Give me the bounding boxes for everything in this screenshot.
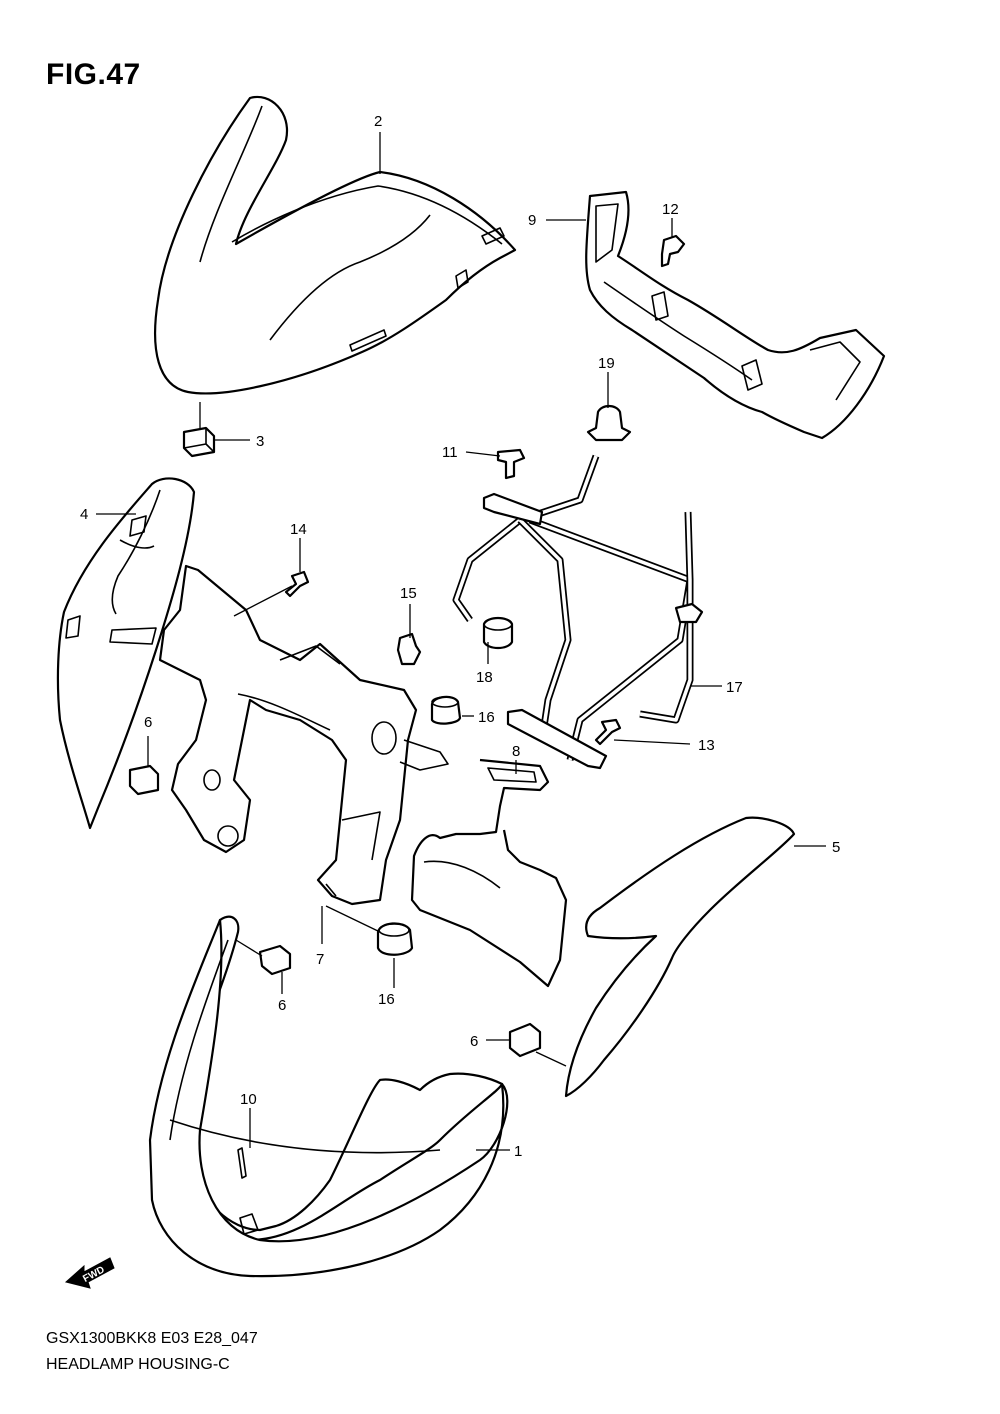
part-7-bracket	[158, 564, 449, 906]
callout-19: 19	[598, 355, 615, 372]
part-13-bolt	[594, 718, 622, 746]
callout-15: 15	[400, 585, 417, 602]
callout-10: 10	[240, 1091, 257, 1108]
part-16-grommet-upper	[430, 695, 462, 725]
forward-arrow-icon: FWD	[64, 1257, 115, 1289]
part-11-screw	[496, 448, 526, 480]
part-1-lower-cowl	[148, 915, 509, 1278]
callout-14: 14	[290, 521, 307, 538]
callout-13: 13	[698, 737, 715, 754]
callout-11: 11	[442, 444, 458, 461]
callout-6-right: 6	[470, 1033, 478, 1050]
callout-1: 1	[514, 1143, 522, 1160]
callout-6-left: 6	[144, 714, 152, 731]
leader-lines	[96, 132, 826, 1151]
part-4-left-side-cowl	[56, 477, 196, 830]
callout-7: 7	[316, 951, 324, 968]
fwd-label: FWD	[81, 1264, 106, 1284]
part-19-grommet	[586, 404, 632, 442]
callout-16-lower: 16	[378, 991, 395, 1008]
part-9-brace	[585, 190, 886, 440]
callout-4: 4	[80, 506, 88, 523]
callout-16-upper: 16	[478, 709, 495, 726]
callout-18: 18	[476, 669, 493, 686]
part-6-cushion-left	[128, 764, 160, 796]
figure-title: FIG.47	[46, 58, 141, 91]
part-2-upper-cowl	[154, 95, 517, 395]
part-14-screw	[284, 570, 310, 598]
callout-3: 3	[256, 433, 264, 450]
figure-name: HEADLAMP HOUSING-C	[46, 1356, 230, 1373]
part-18-collar	[482, 616, 514, 650]
callout-8: 8	[512, 743, 520, 760]
part-15-nut	[396, 632, 422, 666]
part-6-cushion-right	[508, 1022, 542, 1058]
part-3-cushion	[182, 426, 216, 458]
callout-5: 5	[832, 839, 840, 856]
part-8-duct	[410, 758, 568, 988]
callout-9: 9	[528, 212, 536, 229]
part-12-clip	[660, 234, 686, 268]
part-5-right-side-cowl	[564, 816, 796, 1098]
part-6-cushion-lower	[258, 944, 292, 976]
figure-code: GSX1300BKK8 E03 E28_047	[46, 1330, 258, 1347]
part-17-wire-frame	[452, 454, 704, 770]
callout-6-lower: 6	[278, 997, 286, 1014]
part-16-grommet-lower	[376, 922, 414, 956]
callout-12: 12	[662, 201, 679, 218]
callout-17: 17	[726, 679, 743, 696]
callout-2: 2	[374, 113, 382, 130]
